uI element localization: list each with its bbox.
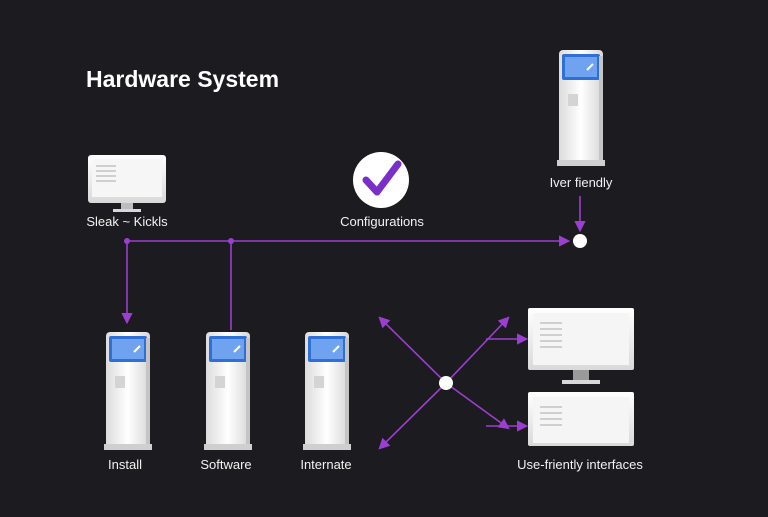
- check-circle-icon: [353, 152, 409, 208]
- hub-arrow-top-right: [445, 316, 510, 384]
- connectors: [121, 196, 586, 450]
- label-internate: Internate: [300, 457, 352, 472]
- hub-arrow-bottom-right: [445, 382, 510, 430]
- label-software: Software: [200, 457, 252, 472]
- bus-junction-dot: [228, 238, 234, 244]
- kiosk-icon: [303, 332, 351, 450]
- kiosk-icon: [104, 332, 152, 450]
- label-kiosk-top: Iver fiendly: [549, 175, 613, 190]
- monitor-icon: [88, 155, 166, 212]
- kiosk-icon: [204, 332, 252, 450]
- hub-arrow-top-left: [378, 316, 447, 384]
- label-install: Install: [108, 457, 142, 472]
- hub-node: [439, 376, 453, 390]
- bus-end-node: [573, 234, 587, 248]
- label-monitor-top: Sleak ~ Kickls: [86, 214, 168, 229]
- label-interfaces: Use-friently interfaces: [517, 457, 643, 472]
- monitor-icon: [528, 392, 634, 446]
- monitor-icon: [528, 308, 634, 384]
- kiosk-icon: [557, 50, 605, 166]
- diagram-title: Hardware System: [86, 66, 280, 92]
- label-configurations: Configurations: [340, 214, 424, 229]
- bus-junction-dot: [124, 238, 130, 244]
- hub-arrow-bottom-left: [378, 382, 447, 450]
